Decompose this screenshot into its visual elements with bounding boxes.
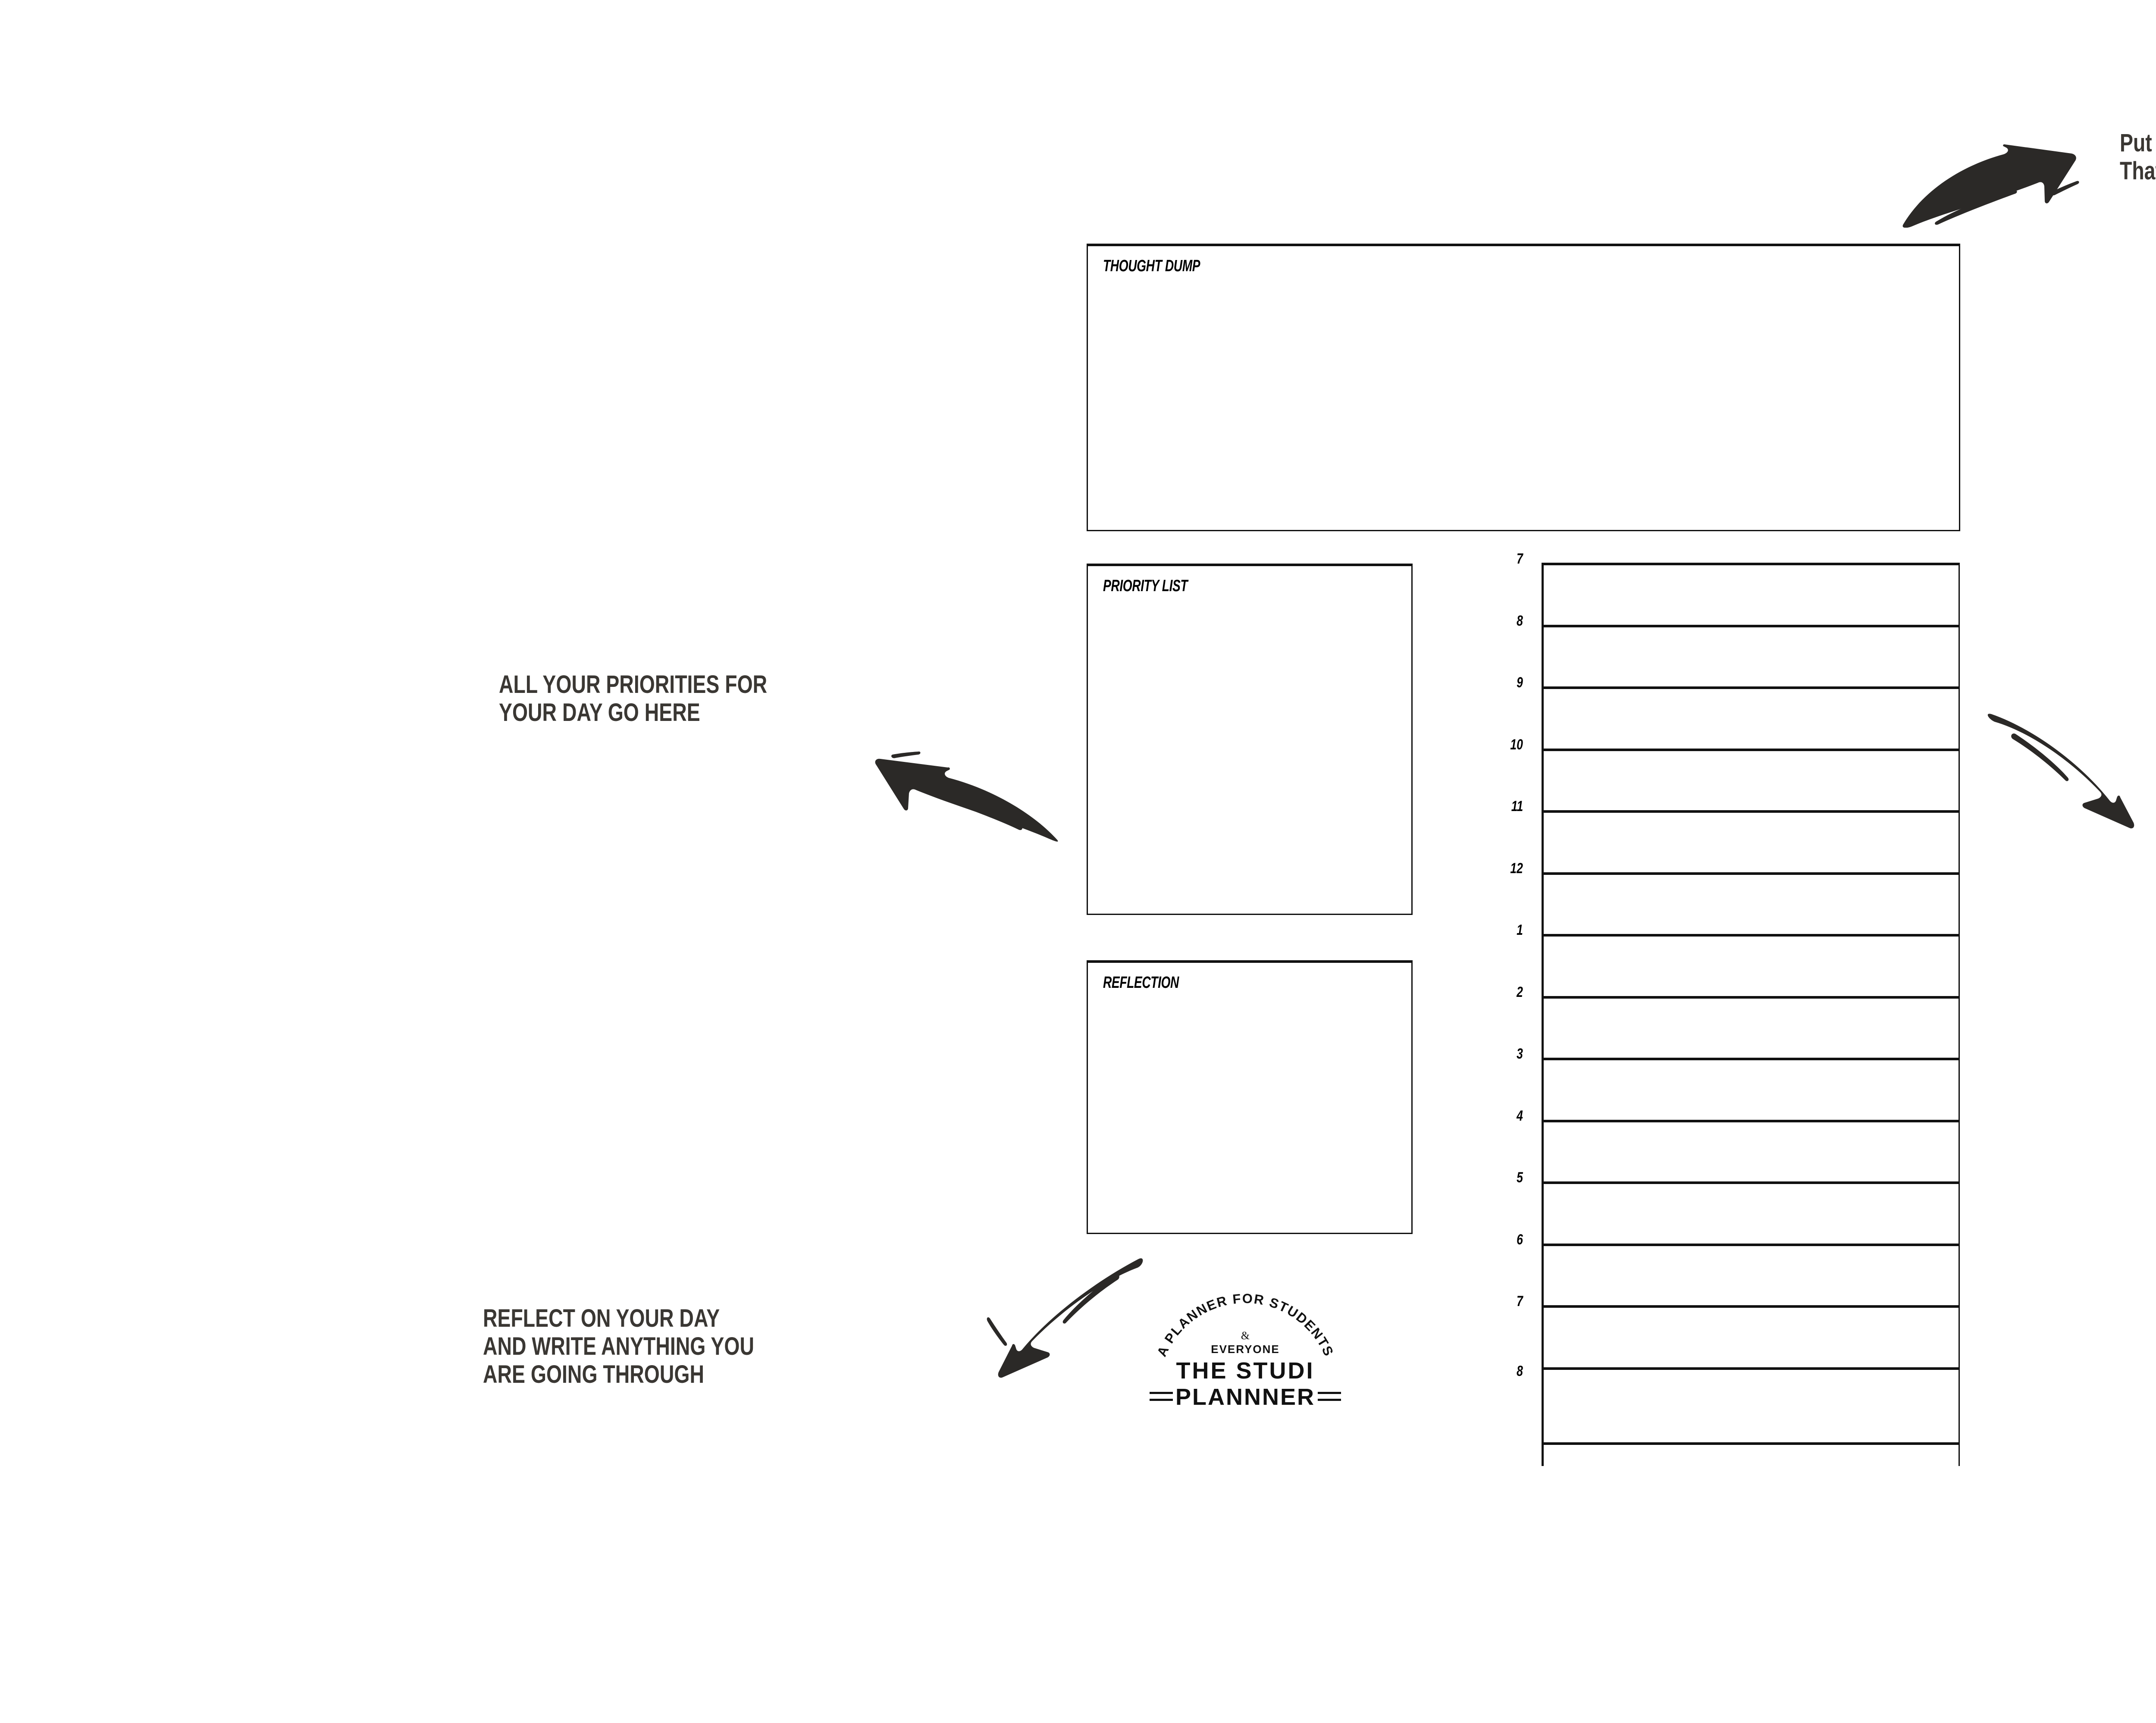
time-slot-row[interactable]: 10 [1510,736,1959,810]
logo-rule-right [1318,1392,1341,1401]
time-slot-hour-label: 11 [1511,798,1523,815]
time-slot-row[interactable]: 9 [1517,674,1959,749]
time-slot-row[interactable]: 3 [1517,1046,1959,1120]
reflection-note: REFLECT ON YOUR DAY AND WRITE ANYTHING Y… [483,1304,754,1388]
time-slot-hour-label: 6 [1517,1231,1523,1248]
time-slot-row[interactable]: 1 [1517,922,1959,996]
time-slot-hour-label: 9 [1517,674,1523,691]
time-slot-row[interactable]: 6 [1517,1231,1959,1305]
priority-list-label: PRIORITY LIST [1103,577,1188,595]
reflection-label: REFLECTION [1103,974,1179,992]
time-slot-hour-label: 7 [1517,551,1523,567]
logo-rule-left [1150,1392,1173,1401]
logo-subtitle: EVERYONE [1211,1343,1280,1356]
reflection-box[interactable] [1087,960,1413,1234]
time-slot-hour-label: 2 [1517,984,1523,1000]
logo-line-1: THE STUDI [1176,1358,1314,1384]
time-slot-hour-label: 8 [1517,612,1523,629]
time-slot-hour-label: 3 [1517,1046,1523,1062]
time-slot-hour-label: 8 [1517,1363,1523,1379]
time-slot-row[interactable]: 7 [1517,1293,1959,1367]
time-slot-hour-label: 1 [1517,922,1523,938]
thought-dump-box[interactable] [1087,244,1960,531]
time-slot-row[interactable]: 11 [1511,798,1959,872]
time-slot-row[interactable]: 5 [1517,1169,1959,1244]
time-slot-hour-label: 12 [1510,860,1523,877]
time-slot-row[interactable]: 8 [1517,613,1959,686]
time-slot-row[interactable]: 2 [1517,984,1959,1058]
time-slot-row[interactable]: 8 [1517,1363,1959,1445]
time-slot-row[interactable]: 7 [1517,551,1959,625]
time-slot-row[interactable]: 12 [1510,860,1959,934]
priority-list-note: ALL YOUR PRIORITIES FOR YOUR DAY GO HERE [499,670,768,727]
thought-dump-label: THOUGHT DUMP [1103,257,1200,275]
logo-line-2: PLANNNER [1175,1384,1315,1410]
curved-arrow-left-icon [875,751,1058,842]
time-slot-row[interactable]: 4 [1517,1108,1959,1181]
time-slot-hour-label: 4 [1517,1107,1523,1124]
time-slot-hour-label: 10 [1510,736,1523,753]
curved-arrow-right-icon [1902,144,2079,228]
curved-arrow-down-left-icon [987,1258,1143,1378]
curved-arrow-down-right-icon [1987,714,2134,829]
time-slot-hour-label: 5 [1517,1169,1523,1186]
thought-dump-note: Put Everything Thats on your mind here [2120,129,2156,185]
brand-logo: A PLANNER FOR STUDENTS & EVERYONE THE ST… [1150,1292,1341,1410]
logo-ampersand: & [1241,1329,1250,1342]
time-slot-hour-label: 7 [1517,1293,1523,1309]
priority-list-box[interactable] [1087,564,1413,915]
